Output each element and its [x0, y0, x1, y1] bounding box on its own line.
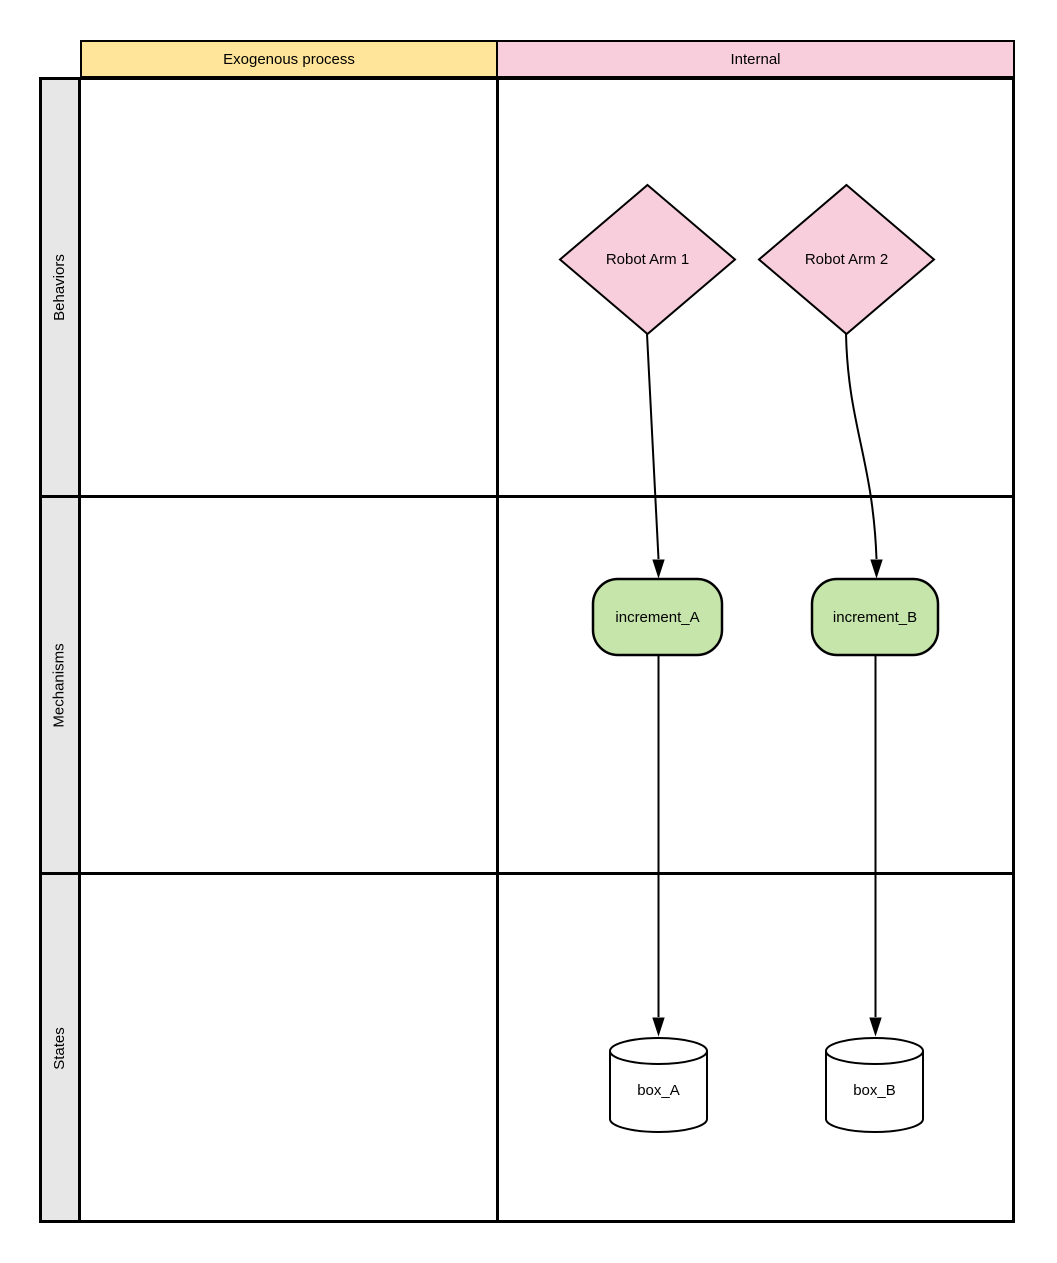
node-increment-b-shape[interactable]: [810, 577, 940, 657]
node-box-a[interactable]: [609, 1037, 708, 1133]
edge-incrementA-boxA[interactable]: [652, 656, 665, 1037]
edge-incrementB-boxB[interactable]: [869, 656, 882, 1037]
node-box-b-body[interactable]: [825, 1051, 924, 1133]
edge-robotarm1-incrementA-arrowhead-icon[interactable]: [652, 559, 665, 579]
column-header-exogenous-process[interactable]: Exogenous process: [80, 40, 498, 78]
edge-incrementB-boxB-arrowhead-icon[interactable]: [869, 1017, 882, 1037]
edge-robotarm1-incrementA[interactable]: [646, 333, 665, 579]
node-box-b-top[interactable]: [825, 1037, 924, 1065]
node-box-b[interactable]: [825, 1037, 924, 1133]
grid-bottom-border: [39, 1220, 1015, 1223]
node-increment-a[interactable]: [591, 577, 724, 657]
node-box-a-body[interactable]: [609, 1051, 708, 1133]
node-robot-arm-2-diamond[interactable]: [757, 183, 936, 336]
node-increment-a-shape[interactable]: [591, 577, 724, 657]
grid-right-border: [1012, 77, 1015, 1223]
column-header-internal-label: Internal: [730, 50, 781, 68]
column-divider: [496, 77, 499, 1223]
grid-left-border: [39, 77, 42, 1223]
edge-robotarm2-incrementB-line[interactable]: [845, 333, 878, 560]
edge-robotarm1-incrementA-line[interactable]: [646, 333, 660, 560]
edge-robotarm2-incrementB[interactable]: [845, 333, 883, 579]
row-header-divider: [78, 77, 81, 1223]
edge-incrementA-boxA-arrowhead-icon[interactable]: [652, 1017, 665, 1037]
node-increment-b[interactable]: [810, 577, 940, 657]
row-header-lane-background: [39, 77, 80, 1223]
row-divider-mechanisms-states: [39, 872, 1015, 875]
node-robot-arm-2[interactable]: [757, 183, 936, 336]
node-robot-arm-1[interactable]: [558, 183, 737, 336]
column-header-internal[interactable]: Internal: [496, 40, 1015, 78]
grid-top-border: [39, 77, 1015, 80]
column-header-exogenous-process-label: Exogenous process: [223, 50, 355, 68]
edge-robotarm2-incrementB-arrowhead-icon[interactable]: [870, 559, 883, 579]
node-box-a-top[interactable]: [609, 1037, 708, 1065]
node-robot-arm-1-diamond[interactable]: [558, 183, 737, 336]
row-divider-behaviors-mechanisms: [39, 495, 1015, 498]
